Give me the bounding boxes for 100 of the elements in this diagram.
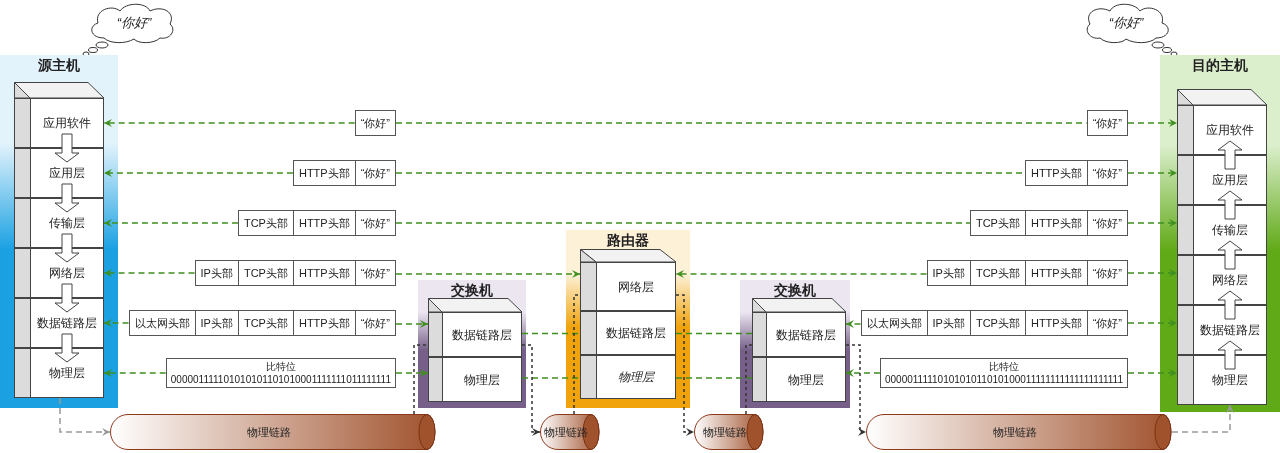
header-label: IP头部	[199, 266, 234, 281]
packet-box	[1086, 110, 1128, 136]
header-label: HTTP头部	[292, 311, 355, 335]
packet-box	[128, 310, 396, 336]
layer-label: 传输层	[48, 215, 86, 231]
layer-box	[580, 311, 676, 355]
device-panel	[566, 230, 690, 408]
packet-box	[879, 358, 1128, 388]
payload-label: “你好”	[354, 311, 395, 335]
layer-label: 网络层	[48, 265, 86, 281]
packet-box	[969, 210, 1128, 236]
hollow-arrow	[54, 133, 80, 163]
payload-label: “你好”	[354, 211, 395, 235]
header-label: HTTP头部	[1024, 311, 1087, 335]
payload-label: “你好”	[1091, 116, 1123, 131]
hollow-arrow	[1217, 340, 1243, 370]
dashed-line	[675, 332, 753, 335]
header-label: TCP头部	[974, 216, 1021, 231]
packet-box	[860, 310, 1128, 336]
layer-box	[1177, 155, 1267, 205]
layer-label: 数据链路层	[451, 326, 513, 343]
dashed-arrow	[103, 269, 196, 277]
layer-box	[1177, 355, 1267, 405]
dashed-arrow	[845, 320, 862, 328]
cable-label: 物理链路	[542, 425, 589, 440]
dashed-arrow	[1171, 404, 1234, 433]
dashed-arrow	[1127, 319, 1178, 327]
layer-box	[580, 262, 676, 311]
layer-box	[1177, 105, 1267, 155]
cloud-label: “你好”	[1107, 14, 1145, 32]
panel-title: 路由器	[606, 232, 650, 250]
device-panel	[418, 280, 526, 408]
hollow-arrow	[1217, 140, 1243, 170]
dashed-arrow	[1127, 119, 1178, 127]
payload-label: “你好”	[1086, 161, 1127, 185]
layer-box	[752, 357, 846, 402]
header-label: HTTP头部	[1024, 261, 1087, 285]
cable-label: 物理链路	[701, 425, 748, 440]
packet-box	[1024, 160, 1128, 186]
header-label: TCP头部	[237, 311, 293, 335]
dashed-arrow	[845, 344, 867, 436]
device-panel	[1160, 55, 1280, 412]
hollow-arrow	[54, 183, 80, 213]
layer-box	[428, 312, 522, 357]
payload-label: “你好”	[1086, 311, 1127, 335]
header-label: 以太网头部	[133, 316, 191, 331]
bit-string: 000001111101010101101010001111111011111111	[170, 373, 391, 386]
dashed-line	[413, 344, 429, 415]
layer-box	[752, 312, 846, 357]
header-label: HTTP头部	[1029, 166, 1083, 181]
dashed-arrow	[1127, 369, 1178, 377]
dashed-arrow	[675, 294, 695, 436]
header-label: HTTP头部	[292, 211, 355, 235]
cable-label: 物理链路	[991, 425, 1038, 440]
dashed-line	[395, 122, 1088, 124]
packet-box	[354, 110, 396, 136]
layer-label: 网络层	[1211, 272, 1249, 288]
hollow-arrow	[54, 333, 80, 363]
dashed-arrow	[103, 119, 356, 127]
layer-box	[580, 355, 676, 399]
dashed-line	[395, 222, 971, 224]
hollow-arrow	[54, 283, 80, 313]
dashed-arrow	[395, 270, 581, 278]
hollow-arrow	[1217, 290, 1243, 320]
layer-label: 物理层	[463, 371, 501, 388]
layer-label: 物理层	[1211, 372, 1249, 388]
dashed-arrow	[103, 369, 167, 377]
dashed-arrow	[59, 397, 111, 436]
header-label: TCP头部	[969, 261, 1025, 285]
bit-string: 0000011111010101011010100011111111111111111111	[884, 373, 1123, 386]
packet-box	[237, 210, 396, 236]
layer-label: 网络层	[617, 278, 655, 295]
packet-box	[194, 260, 396, 286]
packet-box	[292, 160, 396, 186]
bits-title: 比特位	[265, 360, 296, 373]
header-label: HTTP头部	[292, 261, 355, 285]
hollow-arrow	[1217, 240, 1243, 270]
cable-label: 物理链路	[245, 425, 292, 440]
layer-box	[1177, 205, 1267, 255]
panel-title: 目的主机	[1191, 57, 1249, 75]
layer-box	[14, 298, 104, 348]
device-panel	[740, 280, 850, 408]
payload-label: “你好”	[354, 261, 395, 285]
layer-box	[14, 148, 104, 198]
dashed-line	[675, 377, 753, 379]
layer-box	[14, 198, 104, 248]
layer-box	[1177, 255, 1267, 305]
header-label: TCP头部	[969, 311, 1025, 335]
packet-box	[165, 358, 396, 388]
dashed-arrow	[675, 270, 928, 278]
dashed-arrow	[103, 169, 294, 177]
payload-label: “你好”	[354, 161, 395, 185]
panel-title: 交换机	[450, 282, 494, 300]
layer-label: 数据链路层	[775, 326, 837, 343]
layer-label: 应用软件	[1205, 122, 1255, 138]
layer-label: 物理层	[617, 369, 656, 385]
bits-title: 比特位	[989, 360, 1019, 373]
dashed-arrow	[845, 369, 881, 377]
header-label: 以太网头部	[865, 316, 923, 331]
dashed-arrow	[395, 320, 429, 328]
